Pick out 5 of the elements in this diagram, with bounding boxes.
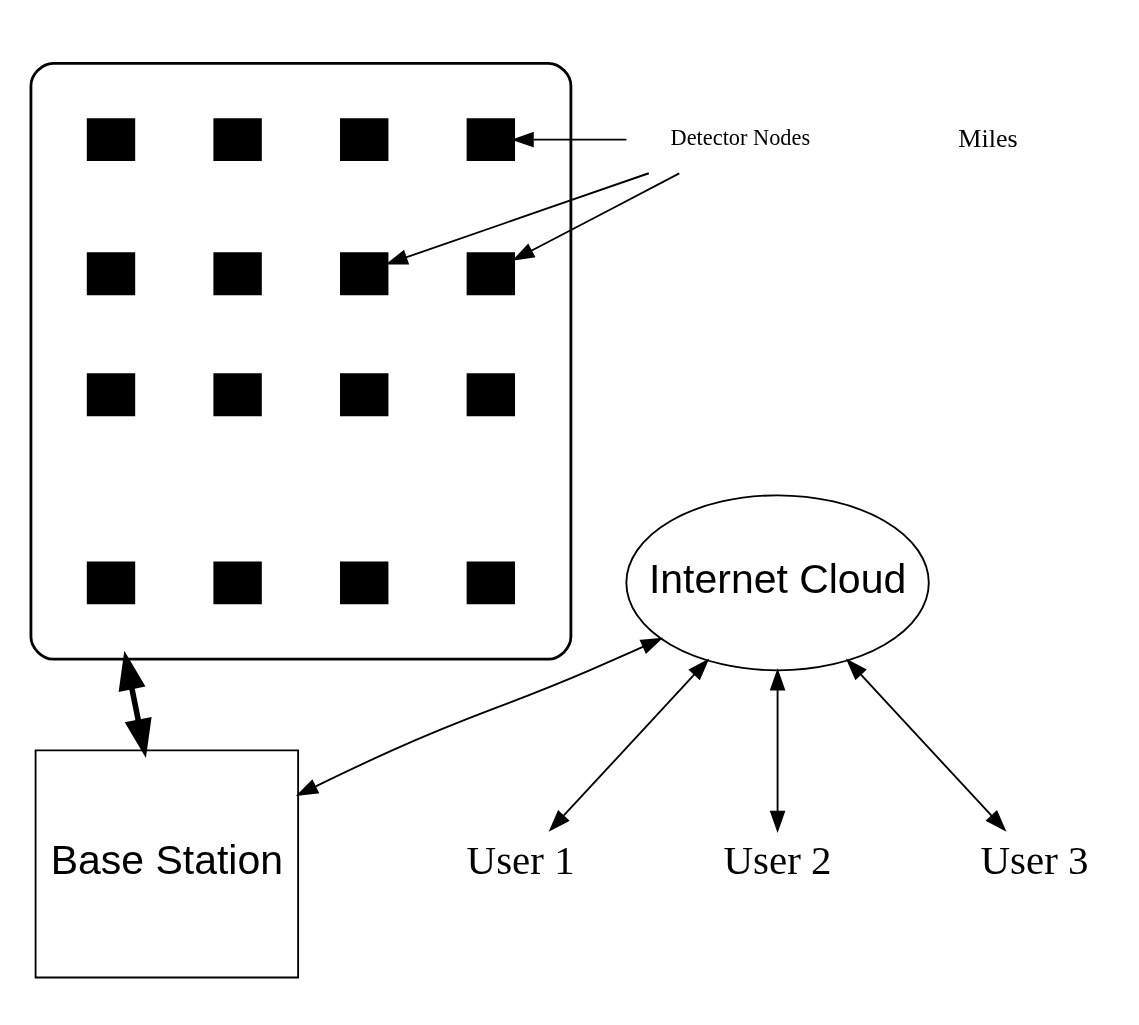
node-text: User 1 xyxy=(466,836,575,883)
label: Miles xyxy=(958,123,1018,153)
node-text: Detector Nodes xyxy=(670,124,811,150)
node-text: User 3 xyxy=(980,836,1089,883)
node-text: User 2 xyxy=(723,836,832,883)
